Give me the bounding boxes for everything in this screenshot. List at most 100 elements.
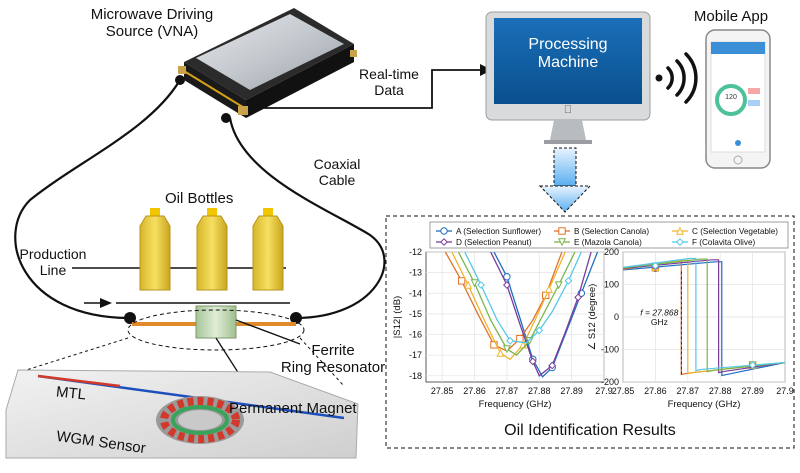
legend-entry: E (Mazola Canola) <box>574 238 642 247</box>
chart1-data-point <box>574 293 583 302</box>
realtime-data-label: Real-time Data <box>352 66 426 98</box>
chart1-ytick: -15 <box>409 309 422 319</box>
chart1-xtick: 27.9 <box>595 386 613 396</box>
chart2-xlabel: Frequency (GHz) <box>668 399 741 410</box>
processing-label-line2: Machine <box>537 54 599 72</box>
coaxial-cable <box>14 79 386 320</box>
ferrite-label-line1: Ferrite <box>311 342 355 359</box>
chart1-data-point <box>554 281 563 290</box>
chart1-ytick: -14 <box>409 288 422 298</box>
chart1-ytick: -16 <box>409 330 422 340</box>
coaxial-cable-label: Coaxial Cable <box>302 156 372 188</box>
legend-marker <box>558 227 566 235</box>
chart2-ylabel: ∠ S12 (degree) <box>587 284 598 351</box>
chart2-annotation-text: f = 27.868 <box>640 307 678 317</box>
chart1-data-point <box>503 281 511 289</box>
chart1-data-point <box>503 273 511 281</box>
chart1-series-line <box>451 252 566 361</box>
vna-label: Microwave Driving Source (VNA) <box>72 6 232 41</box>
legend-entry: C (Selection Vegetable) <box>692 227 778 236</box>
realtime-label-line2: Data <box>374 82 404 99</box>
legend-entry: F (Colavita Olive) <box>692 238 756 247</box>
sensor-port-left-icon <box>124 312 136 324</box>
chart1-xtick: 27.89 <box>560 386 583 396</box>
chart1-data-point <box>506 336 515 345</box>
legend-marker <box>440 238 448 246</box>
download-arrow-icon <box>538 147 592 213</box>
phone-gauge-value: 120 <box>725 94 737 101</box>
chart1-series-line <box>464 252 582 344</box>
svg-text::  <box>564 104 572 116</box>
vna-port-a-icon <box>175 75 185 85</box>
chart1-xtick: 27.88 <box>528 386 551 396</box>
ferrite-resonator-label: Ferrite Ring Resonator <box>274 342 392 377</box>
chart1-data-point <box>477 281 485 289</box>
oil-bottles-label: Oil Bottles <box>165 190 234 207</box>
chart1-data-point <box>564 276 573 285</box>
chart1-data-point <box>528 357 537 366</box>
chart1-data-point <box>457 277 466 285</box>
realtime-label-line1: Real-time <box>359 66 419 82</box>
chart2-xtick: 27.85 <box>612 386 635 396</box>
chart2-ytick: 200 <box>604 247 619 257</box>
zoom-ellipse <box>127 309 305 351</box>
legend-marker <box>557 238 567 247</box>
production-label-line1: Production <box>19 246 87 262</box>
ferrite-label-line2: Ring Resonator <box>280 359 386 377</box>
chart2-ytick: -200 <box>601 377 619 387</box>
production-label-line2: Line <box>39 262 67 279</box>
mobile-app-label: Mobile App <box>693 8 769 25</box>
coaxial-label-line1: Coaxial <box>313 156 361 172</box>
chart1-data-point <box>535 326 544 335</box>
chart1-data-point <box>516 334 524 343</box>
results-caption: Oil Identification Results <box>504 422 676 439</box>
data-arrow <box>252 69 480 109</box>
chart1-ytick: -17 <box>409 350 422 360</box>
chart2-series-line <box>622 258 786 373</box>
processing-machine-icon:  <box>485 11 651 144</box>
wireless-signal-icon <box>655 52 698 104</box>
oil-bottle-icon <box>196 208 228 291</box>
chart1-data-point <box>464 280 473 289</box>
chart2-series-line <box>622 259 786 374</box>
chart2-series-line <box>622 257 786 372</box>
chart1-series-line <box>493 252 599 378</box>
vna-label-line1: Microwave Driving <box>90 6 214 23</box>
chart1-data-point <box>502 345 511 354</box>
chart2-xtick: 27.87 <box>677 386 700 396</box>
permanent-magnet-label: Permanent Magnet <box>229 400 357 417</box>
vna-port-b-icon <box>221 113 231 123</box>
chart2-xtick: 27.86 <box>644 386 667 396</box>
chart2-data-point <box>651 261 660 270</box>
chart1-frame <box>425 251 605 383</box>
oil-bottle-icon <box>252 208 284 291</box>
oil-bottle-icon <box>139 208 171 291</box>
legend-entry: D (Selection Peanut) <box>456 238 532 247</box>
chart1-data-point <box>490 341 498 349</box>
legend-marker <box>675 226 685 235</box>
legend-marker <box>440 227 448 235</box>
chart1-ytick: -13 <box>409 268 422 278</box>
chart1-series-line <box>457 252 576 357</box>
sensor-port-right-icon <box>290 312 302 324</box>
chart1-xtick: 27.85 <box>431 386 454 396</box>
chart1-data-point <box>548 361 557 370</box>
chart1-ylabel: |S12| (dB) <box>392 296 403 338</box>
chart2-data-point <box>748 361 757 370</box>
chart1-ytick: -12 <box>409 247 422 257</box>
chart2-annotation-text: GHz <box>651 317 668 327</box>
legend-entry: A (Selection Sunflower) <box>456 227 541 236</box>
coaxial-label-line2: Cable <box>318 172 356 189</box>
legend-entry: B (Selection Canola) <box>574 227 649 236</box>
wgm-sensor-board-icon <box>5 369 359 459</box>
processing-label-line1: Processing <box>528 36 608 53</box>
mobile-phone-icon <box>705 29 771 169</box>
chart2-ytick: -100 <box>601 345 619 355</box>
vna-label-line2: Source (VNA) <box>105 23 199 41</box>
chart1-data-point <box>544 284 553 293</box>
processing-machine-label: Processing Machine <box>494 36 642 73</box>
production-line-label: Production Line <box>6 246 100 278</box>
chart2-xtick: 27.89 <box>741 386 764 396</box>
